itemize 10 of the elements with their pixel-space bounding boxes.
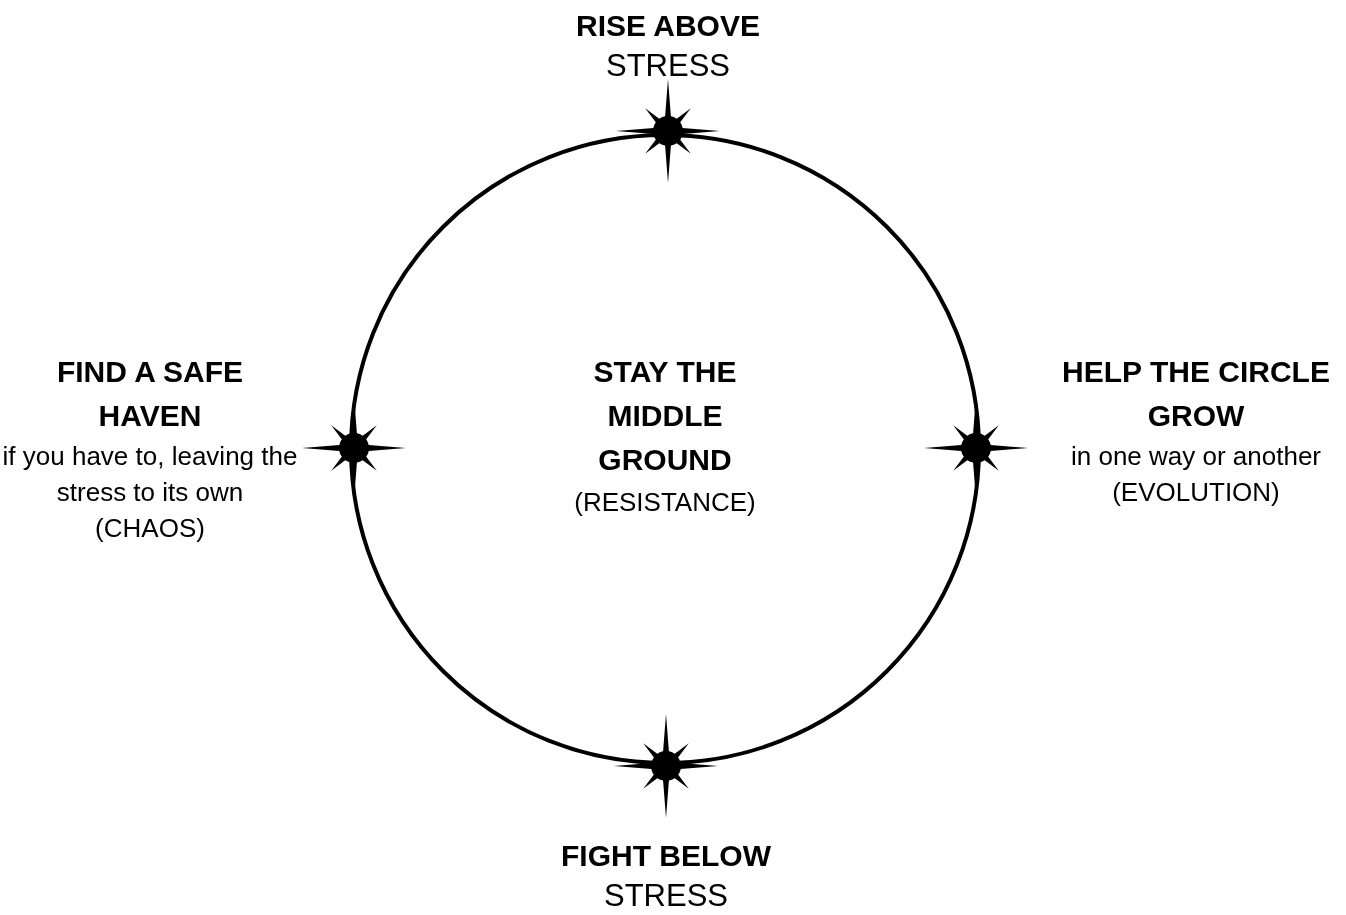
description-text: STRESS <box>605 48 731 84</box>
subtitle-text: (RESISTANCE) <box>573 486 757 519</box>
heading-text: RISE ABOVE <box>575 8 761 44</box>
heading-text: FIND A SAFE HAVEN <box>55 354 245 434</box>
heading-text: HELP THE CIRCLE GROW <box>1061 354 1331 434</box>
description-text: in one way or another (EVOLUTION) <box>1069 440 1322 509</box>
heading-text: FIGHT BELOW <box>560 838 772 874</box>
description-text: if you have to, leaving the stress to its own (CHAOS) <box>2 440 298 545</box>
description-text: STRESS <box>603 878 729 914</box>
heading-text: STAY THE MIDDLE GROUND <box>592 354 738 478</box>
